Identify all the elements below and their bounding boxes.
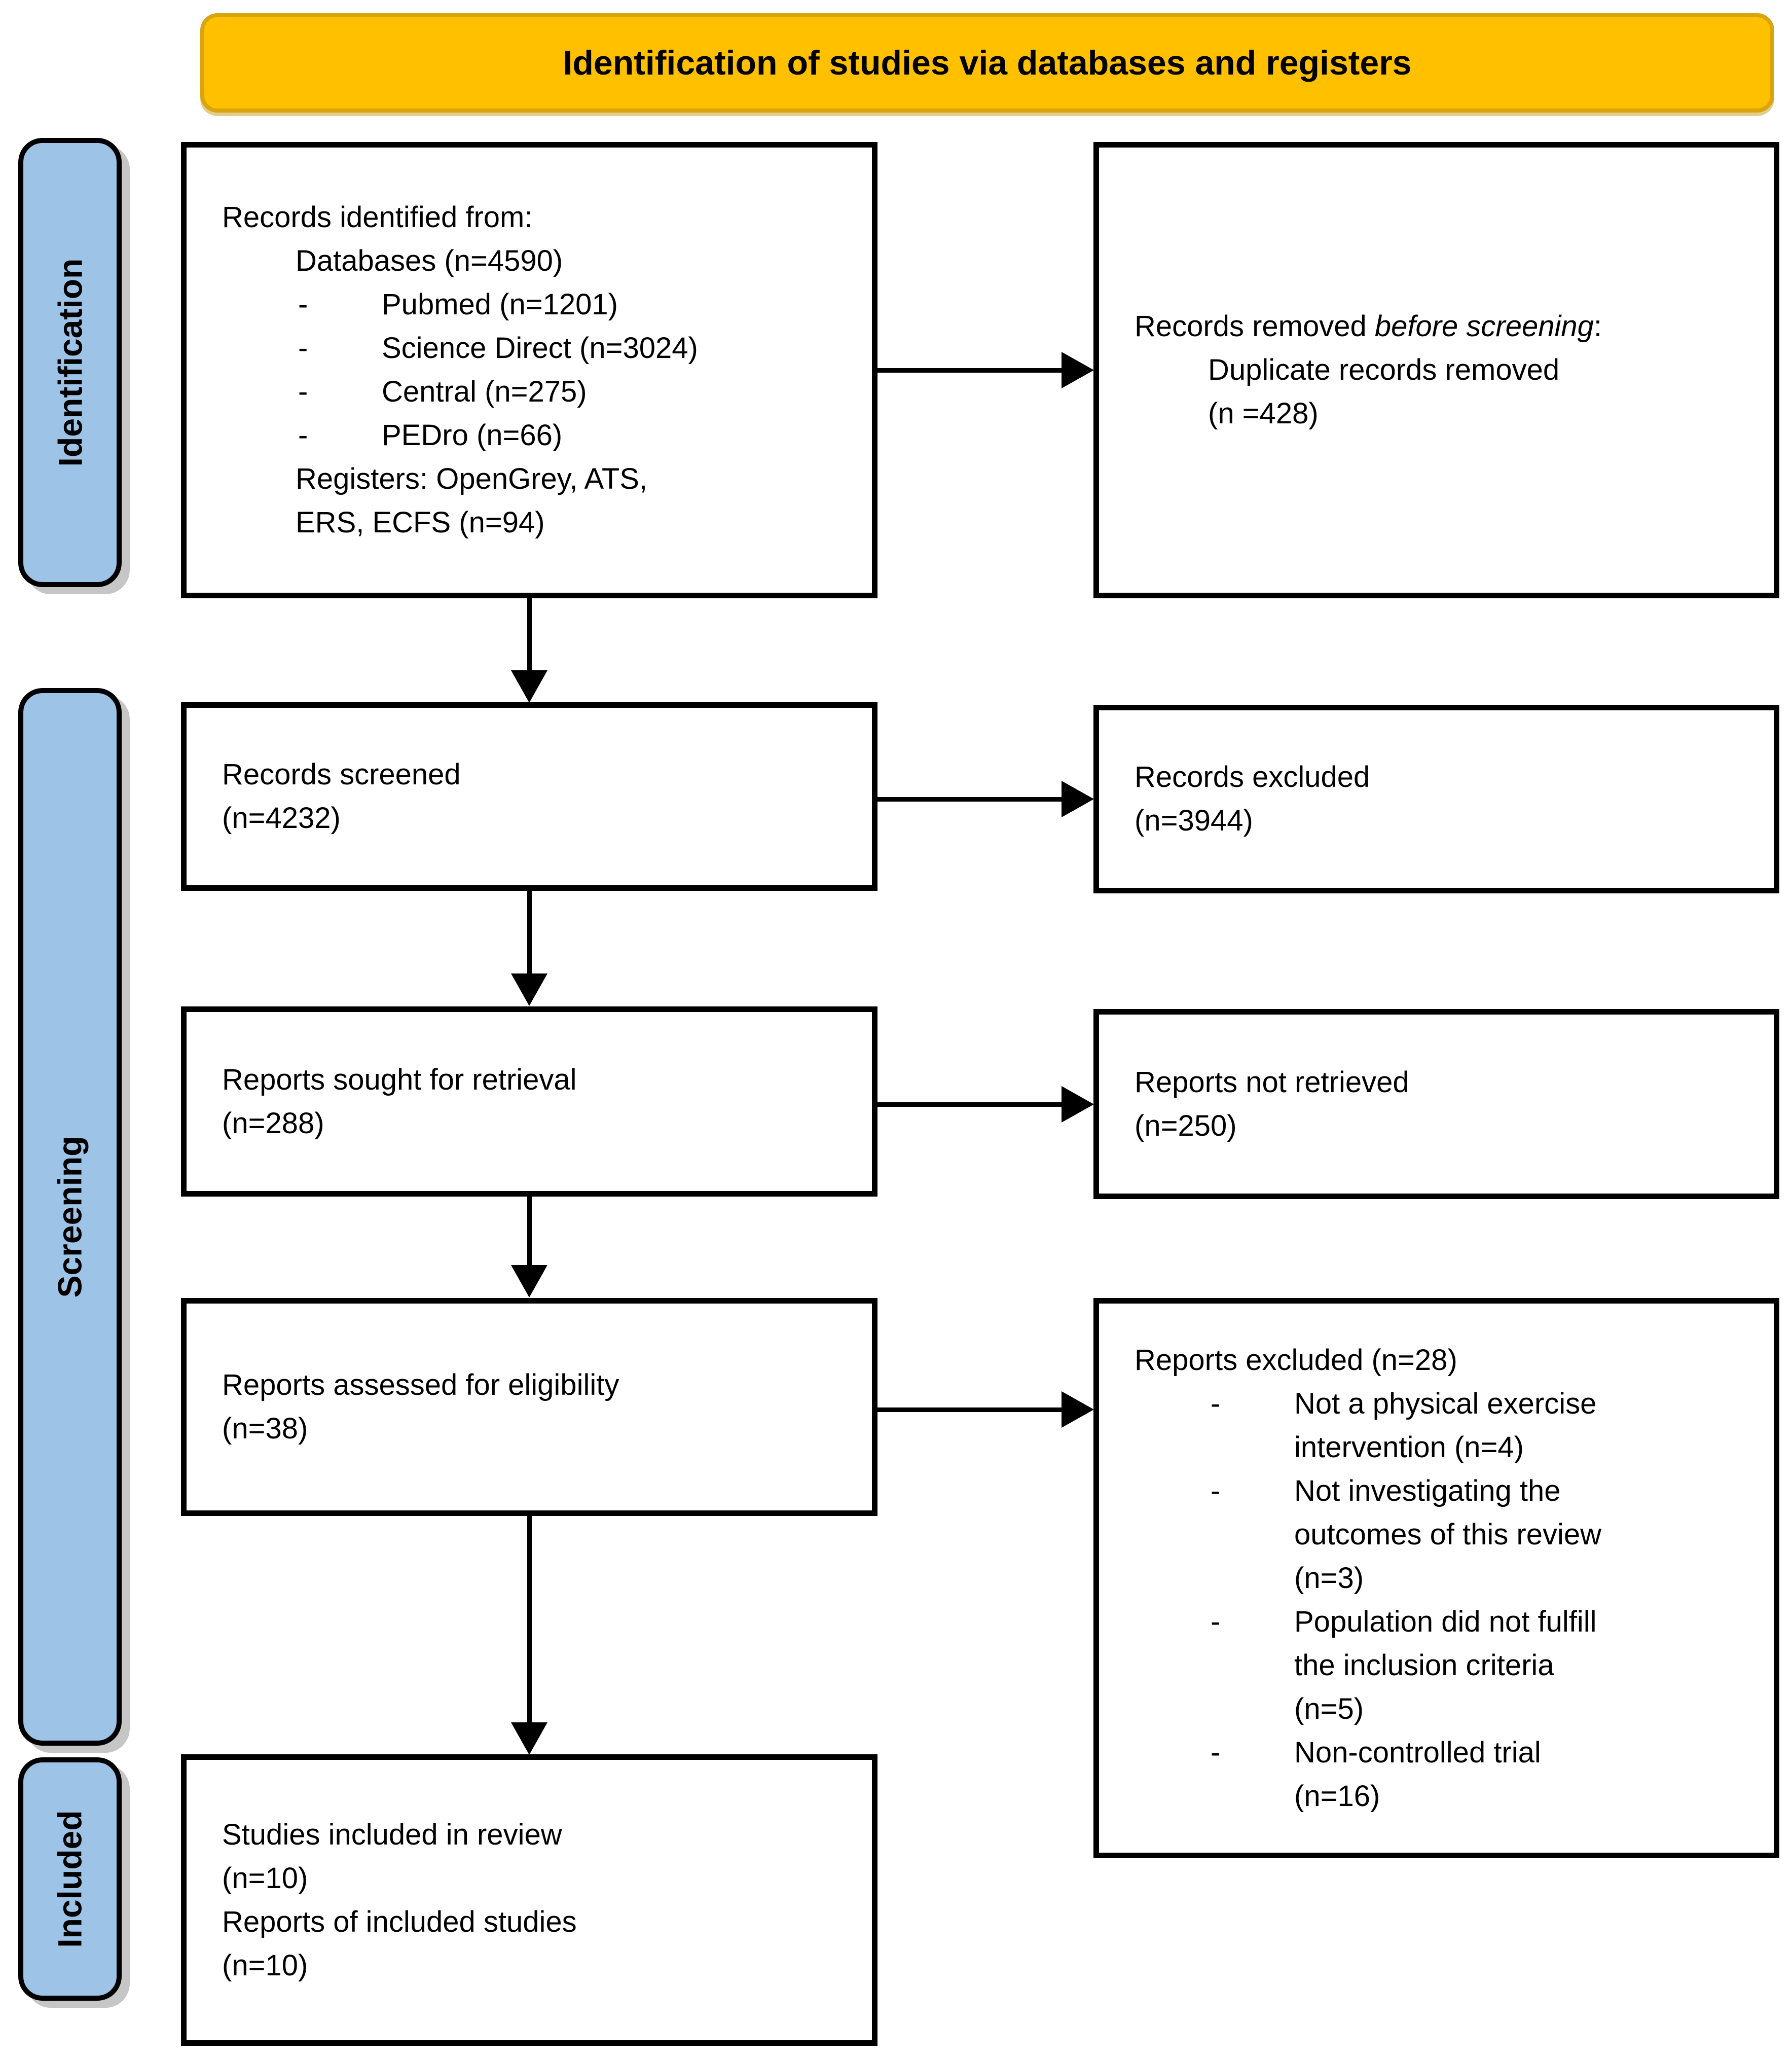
bullet-dash: - xyxy=(1211,1605,1221,1638)
reason-line: (n=5) xyxy=(1294,1692,1364,1725)
box-reports-sought: Reports sought for retrieval (n=288) xyxy=(181,1006,877,1197)
reason-line: outcomes of this review xyxy=(1294,1518,1602,1551)
registers-line-1: Registers: OpenGrey, ATS, xyxy=(296,462,648,495)
stage-screening-label: Screening xyxy=(51,1136,89,1298)
arrowhead-right-icon xyxy=(1062,781,1094,817)
bullet-dash: - xyxy=(298,375,308,408)
bullet-dash: - xyxy=(1211,1387,1221,1420)
records-identified-heading: Records identified from: xyxy=(222,201,533,234)
box-reports-excluded: Reports excluded (n=28) - Not a physical… xyxy=(1093,1298,1779,1858)
duplicates-line-1: Duplicate records removed xyxy=(1208,353,1560,386)
reason-line: Not investigating the xyxy=(1294,1474,1561,1507)
box-reports-assessed: Reports assessed for eligibility (n=38) xyxy=(181,1298,877,1516)
database-science-direct: Science Direct (n=3024) xyxy=(382,332,698,365)
records-removed-italic: before screening xyxy=(1374,310,1594,343)
box-records-identified: Records identified from: Databases (n=45… xyxy=(181,142,877,598)
exclusion-reason: - Non-controlled trial (n=16) xyxy=(1211,1731,1748,1818)
arrowhead-down-icon xyxy=(511,1265,547,1297)
box-records-screened: Records screened (n=4232) xyxy=(181,702,877,891)
list-item: - Pubmed (n=1201) xyxy=(298,283,847,327)
records-removed-colon: : xyxy=(1593,310,1602,343)
records-excluded-line-1: Records excluded xyxy=(1135,761,1370,793)
reports-not-retrieved-line-2: (n=250) xyxy=(1135,1109,1237,1142)
exclusion-reason: - Not investigating the outcomes of this… xyxy=(1211,1469,1748,1600)
bullet-dash: - xyxy=(298,288,308,321)
stage-included: Included xyxy=(18,1757,122,2001)
title-banner: Identification of studies via databases … xyxy=(200,13,1774,113)
duplicates-line-2: (n =428) xyxy=(1208,397,1319,430)
reason-line: Population did not fulfill xyxy=(1294,1605,1597,1638)
arrow-sought-to-assessed xyxy=(527,1197,532,1267)
arrowhead-down-icon xyxy=(511,1722,547,1755)
arrowhead-right-icon xyxy=(1062,1391,1094,1428)
arrow-sought-to-not-retrieved xyxy=(877,1102,1063,1107)
box-records-excluded: Records excluded (n=3944) xyxy=(1093,705,1779,893)
exclusion-reason: - Not a physical exercise intervention (… xyxy=(1211,1382,1748,1469)
reason-not-outcomes: Not investigating the outcomes of this r… xyxy=(1294,1469,1601,1600)
records-screened-line-1: Records screened xyxy=(222,758,461,791)
reason-line: Not a physical exercise xyxy=(1294,1387,1597,1420)
database-central: Central (n=275) xyxy=(382,375,587,408)
database-pubmed: Pubmed (n=1201) xyxy=(382,288,618,321)
list-item: - PEDro (n=66) xyxy=(298,414,847,457)
box-studies-included: Studies included in review (n=10) Report… xyxy=(181,1754,877,2046)
stage-screening: Screening xyxy=(18,688,122,1746)
box-records-removed: Records removed before screening: Duplic… xyxy=(1093,142,1779,598)
reason-line: (n=3) xyxy=(1294,1561,1364,1595)
registers-line-2: ERS, ECFS (n=94) xyxy=(296,506,545,539)
reports-excluded-heading: Reports excluded (n=28) xyxy=(1135,1343,1457,1377)
title-text: Identification of studies via databases … xyxy=(563,44,1412,82)
bullet-dash: - xyxy=(298,332,308,365)
studies-included-line-3: Reports of included studies xyxy=(222,1905,577,1938)
reports-sought-line-2: (n=288) xyxy=(222,1106,324,1140)
stage-identification-label: Identification xyxy=(51,258,89,467)
reason-line: (n=16) xyxy=(1294,1779,1380,1813)
arrow-identified-to-removed xyxy=(877,368,1063,373)
reports-assessed-line-1: Reports assessed for eligibility xyxy=(222,1368,619,1401)
arrowhead-right-icon xyxy=(1062,1086,1094,1123)
reason-population: Population did not fulfill the inclusion… xyxy=(1294,1600,1597,1731)
studies-included-line-4: (n=10) xyxy=(222,1948,308,1982)
database-pedro: PEDro (n=66) xyxy=(382,419,563,452)
reports-not-retrieved-line-1: Reports not retrieved xyxy=(1135,1065,1409,1099)
reason-not-exercise: Not a physical exercise intervention (n=… xyxy=(1294,1382,1596,1469)
records-excluded-line-2: (n=3944) xyxy=(1135,804,1253,837)
list-item: - Science Direct (n=3024) xyxy=(298,327,847,370)
studies-included-line-1: Studies included in review xyxy=(222,1818,562,1851)
records-identified-databases: Databases (n=4590) xyxy=(296,244,563,277)
stage-included-label: Included xyxy=(51,1810,89,1948)
arrow-screened-to-excluded xyxy=(877,797,1063,802)
studies-included-line-2: (n=10) xyxy=(222,1861,308,1895)
reports-assessed-line-2: (n=38) xyxy=(222,1412,308,1445)
bullet-dash: - xyxy=(298,419,308,452)
reason-line: the inclusion criteria xyxy=(1294,1648,1554,1682)
arrow-assessed-to-included xyxy=(527,1516,532,1724)
list-item: - Central (n=275) xyxy=(298,370,847,414)
arrowhead-down-icon xyxy=(511,670,547,703)
arrow-screened-to-sought xyxy=(527,891,532,975)
records-screened-line-2: (n=4232) xyxy=(222,802,341,835)
reports-sought-line-1: Reports sought for retrieval xyxy=(222,1063,577,1096)
records-removed-heading: Records removed before screening: xyxy=(1135,305,1748,348)
bullet-dash: - xyxy=(1211,1736,1221,1769)
arrowhead-right-icon xyxy=(1062,352,1094,388)
arrow-assessed-to-excluded xyxy=(877,1407,1063,1412)
reason-line: intervention (n=4) xyxy=(1294,1430,1524,1464)
reason-non-controlled: Non-controlled trial (n=16) xyxy=(1294,1731,1541,1818)
records-removed-text: Records removed xyxy=(1135,310,1375,343)
arrow-identified-to-screened xyxy=(527,598,532,672)
stage-identification: Identification xyxy=(18,138,122,587)
box-reports-not-retrieved: Reports not retrieved (n=250) xyxy=(1093,1009,1779,1199)
bullet-dash: - xyxy=(1211,1474,1221,1507)
arrowhead-down-icon xyxy=(511,973,547,1006)
reason-line: Non-controlled trial xyxy=(1294,1736,1541,1769)
exclusion-reason: - Population did not fulfill the inclusi… xyxy=(1211,1600,1748,1731)
